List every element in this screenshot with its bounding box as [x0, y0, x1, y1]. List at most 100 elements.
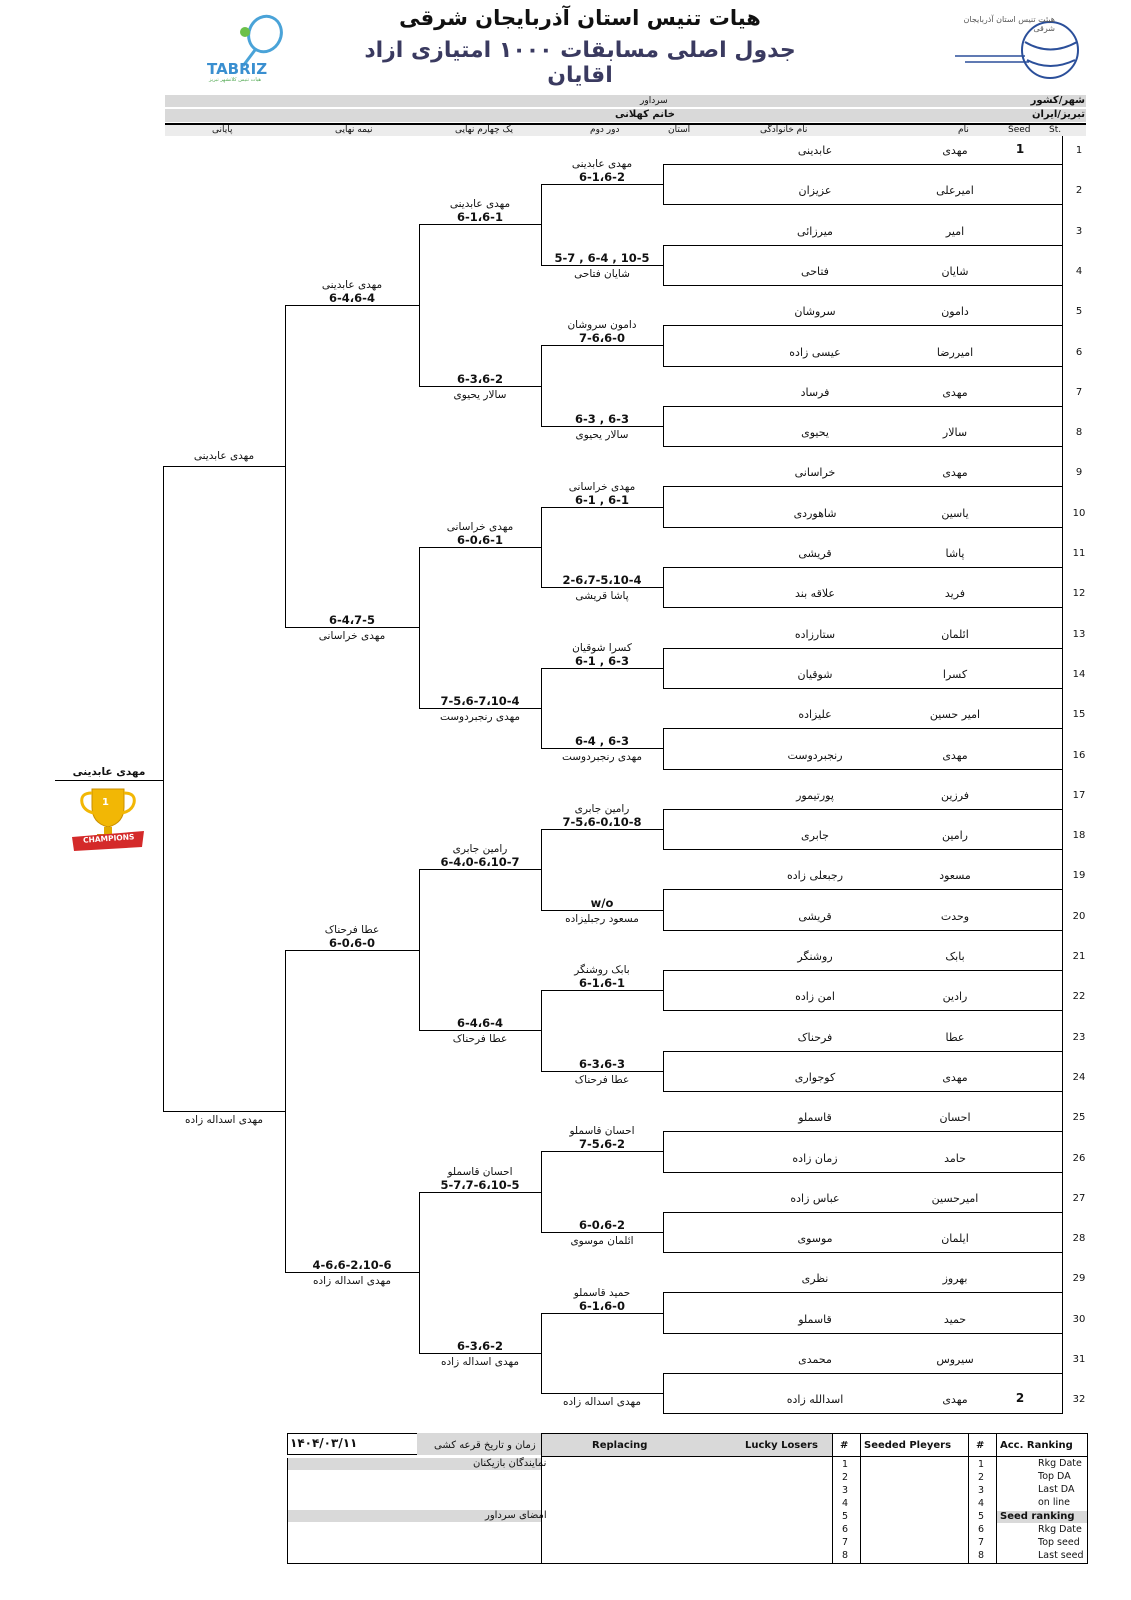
player-last-name: روشنگر — [797, 950, 833, 963]
footer-divider-1 — [541, 1433, 542, 1564]
r2-connector — [663, 970, 664, 1012]
draw-date-label-bg — [417, 1433, 542, 1455]
sf-score: 6-0،6-0 — [329, 935, 375, 950]
qf-score: 6-3،6-2 — [457, 371, 503, 386]
player-line — [663, 1332, 1062, 1334]
r2-winner: عطا فرحناک — [574, 1073, 630, 1086]
player-last-name: خراسانی — [794, 466, 836, 480]
seeded-player-number: 3 — [978, 1485, 985, 1496]
player-last-name: فرحناک — [797, 1030, 833, 1044]
seed-ranking-item: Top seed — [1038, 1537, 1080, 1548]
r2-line — [541, 1393, 663, 1395]
player-first-name: احسان — [939, 1111, 971, 1125]
r2-winner: مسعود رجبلیزاده — [565, 912, 639, 925]
player-row-number: 1 — [1075, 145, 1083, 156]
player-row-number: 7 — [1075, 386, 1083, 398]
player-first-name: امیر حسین — [929, 708, 981, 722]
qf-connector — [541, 345, 542, 427]
player-line — [663, 1050, 1062, 1052]
player-first-name: مسعود — [939, 869, 971, 883]
qf-line — [419, 1191, 541, 1193]
lucky-loser-number: 1 — [842, 1459, 849, 1470]
player-first-name: سالار — [942, 426, 968, 440]
r2-connector — [663, 1131, 664, 1173]
r2-line — [541, 828, 663, 830]
r2-score: 6-1،6-1 — [579, 976, 625, 991]
player-seed: 1 — [1015, 142, 1025, 156]
player-last-name: سروشان — [794, 305, 836, 319]
col-final: پایانی — [212, 125, 233, 135]
sf-line — [285, 627, 419, 629]
player-line — [663, 1090, 1062, 1092]
r2-connector — [663, 1050, 664, 1092]
r2-score: 2-6،7-5،10-4 — [562, 573, 642, 588]
player-line — [663, 889, 1062, 891]
tabriz-logo-caption: هیات تنیس کلانشهر تبریز — [209, 77, 262, 83]
info-bar-bottom — [165, 109, 1086, 122]
player-first-name: حمید — [943, 1312, 967, 1326]
player-last-name: محمدی — [798, 1353, 832, 1366]
player-row-number: 9 — [1075, 467, 1083, 479]
lucky-loser-number: 6 — [842, 1524, 849, 1535]
lucky-loser-number: 7 — [842, 1537, 849, 1548]
players-rep-bar — [287, 1458, 542, 1470]
player-last-name: رنجبردوست — [787, 748, 843, 762]
column-header-bar — [165, 125, 1086, 136]
draw-date: ۱۴۰۴/۰۳/۱۱ — [290, 1436, 358, 1450]
r2-score: 6-0،6-2 — [579, 1217, 625, 1232]
qf-score: 5-7،7-6،10-5 — [440, 1177, 520, 1192]
player-first-name: مهدی — [942, 144, 968, 157]
player-line — [663, 1010, 1062, 1012]
player-row-number: 26 — [1072, 1152, 1086, 1164]
player-first-name: امیر — [945, 224, 965, 238]
players-rep-label: نمایندگان بازیکنان — [473, 1458, 547, 1469]
acc-ranking-item: on line — [1038, 1497, 1070, 1508]
qf-connector — [541, 184, 542, 266]
qf-connector — [541, 506, 542, 589]
player-line — [663, 1292, 1062, 1294]
acc-ranking-item: Top DA — [1038, 1471, 1071, 1482]
player-line — [663, 647, 1062, 649]
qf-connector — [541, 667, 542, 750]
player-first-name: بابک — [945, 950, 965, 963]
federation-logo: هیئت تنیس استان آذربایجان شرقی — [955, 12, 1105, 82]
r2-score: 6-1،6-2 — [579, 170, 625, 185]
lucky-loser-number: 8 — [842, 1550, 849, 1561]
qf-winner: مهدی عابدینی — [449, 198, 511, 211]
seeded-players-label: Seeded Pleyers — [864, 1440, 952, 1451]
r2-score: 5-7 , 6-4 , 10-5 — [554, 250, 650, 265]
r2-winner: مهدی خراسانی — [568, 480, 636, 493]
player-line — [663, 526, 1062, 528]
player-row-number: 2 — [1075, 185, 1083, 197]
r2-connector — [663, 486, 664, 528]
player-row-number: 14 — [1072, 668, 1086, 680]
player-first-name: مهدی — [942, 385, 968, 399]
player-row-number: 20 — [1072, 910, 1086, 922]
player-first-name: کسرا — [942, 667, 968, 681]
footer-header-rule — [542, 1456, 1087, 1457]
player-last-name: کوجواری — [794, 1070, 836, 1084]
player-line — [663, 1413, 1062, 1415]
player-line — [663, 567, 1062, 568]
player-line — [663, 687, 1062, 689]
player-first-name: مهدی — [942, 466, 968, 480]
player-line — [663, 204, 1062, 206]
r2-line — [541, 1231, 663, 1233]
player-row-number: 6 — [1075, 346, 1083, 358]
champion-connector — [163, 466, 164, 1113]
seeded-player-number: 6 — [978, 1524, 985, 1535]
r2-winner: شایان فتاحی — [574, 267, 630, 280]
header-rule — [165, 123, 1086, 125]
seeded-player-number: 2 — [978, 1472, 985, 1483]
player-row-number: 25 — [1072, 1112, 1086, 1124]
player-seed: 2 — [1015, 1391, 1025, 1406]
r2-winner: رامین جابری — [574, 802, 630, 815]
player-row-number: 16 — [1072, 749, 1086, 761]
seeded-hash: # — [976, 1440, 985, 1451]
player-first-name: مهدی — [942, 1393, 968, 1407]
player-line — [663, 1131, 1062, 1133]
seeded-player-number: 4 — [978, 1498, 985, 1509]
player-line — [663, 164, 1062, 165]
player-last-name: قاسملو — [798, 1111, 832, 1125]
player-first-name: ائلمان — [941, 627, 969, 641]
